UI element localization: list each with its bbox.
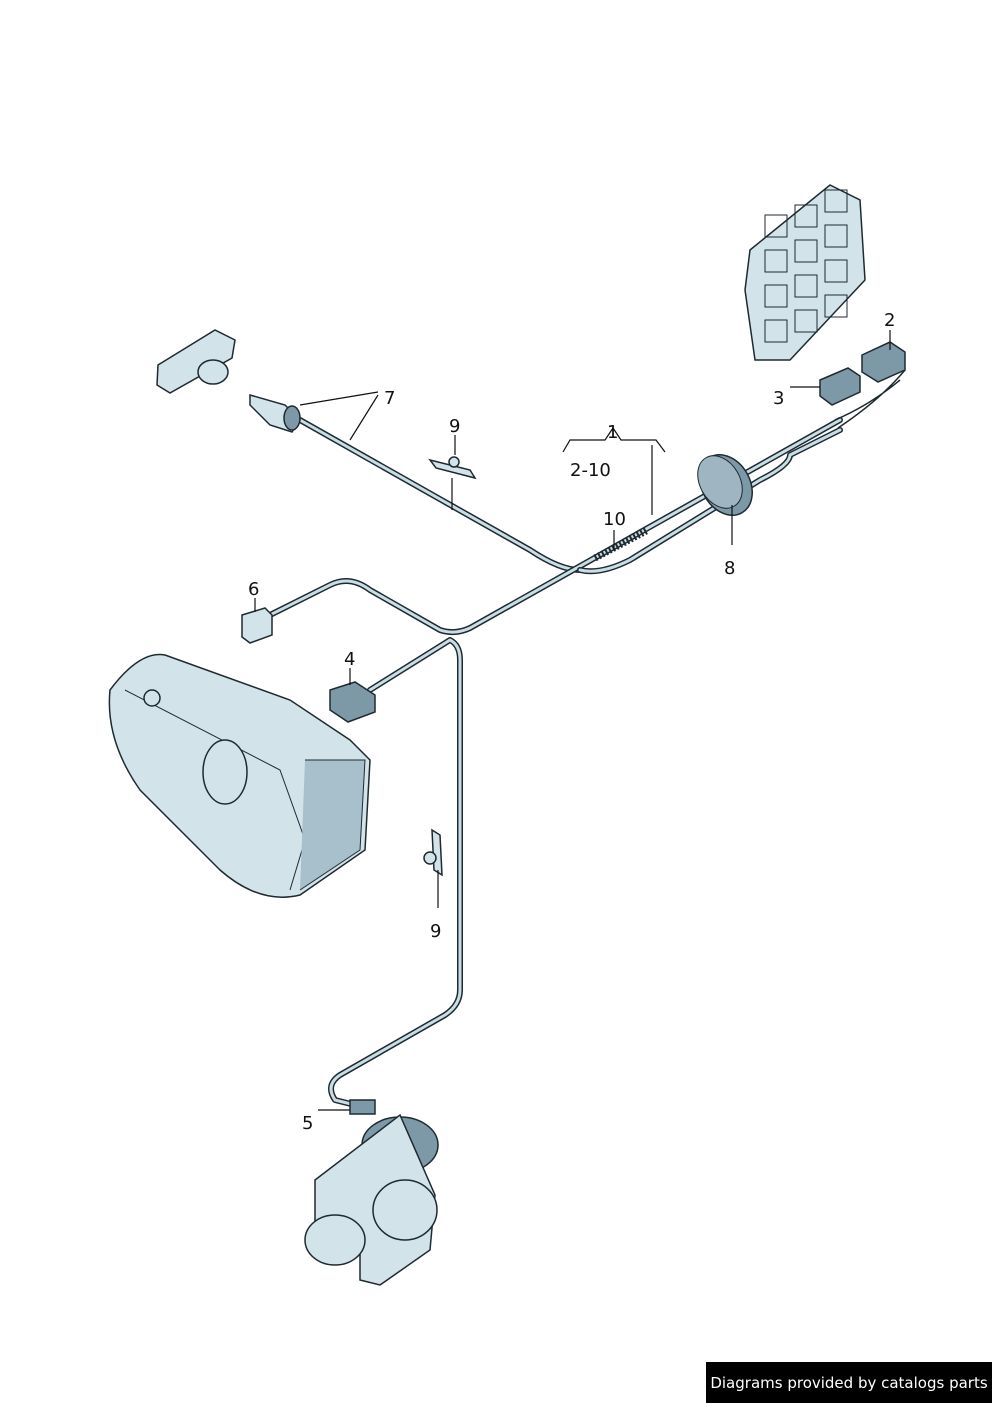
label-6: 6 [248, 579, 259, 600]
horn-assembly [304, 1099, 439, 1286]
tape-wrap [593, 526, 650, 562]
connector-5 [349, 1099, 376, 1115]
label-10: 10 [603, 509, 626, 530]
mounting-bracket [156, 329, 236, 394]
label-7: 7 [384, 388, 395, 409]
clip-9-lower [423, 828, 443, 877]
fuse-relay-carrier [744, 184, 866, 361]
connector-4 [329, 681, 376, 723]
label-2-10: 2-10 [570, 460, 611, 481]
wiring-harness [247, 369, 906, 1108]
leader-lines [254, 330, 891, 1111]
label-9-lower: 9 [430, 921, 441, 942]
headlight [108, 653, 371, 898]
grommet-8 [697, 454, 753, 516]
label-8: 8 [724, 558, 735, 579]
label-5: 5 [302, 1113, 313, 1134]
connector-3 [819, 367, 861, 406]
clip-9-top [428, 456, 477, 480]
label-9-top: 9 [449, 416, 460, 437]
connector-6 [241, 607, 273, 644]
sensor-7 [249, 394, 301, 433]
connector-2 [861, 341, 906, 383]
label-1: 1 [607, 422, 618, 443]
label-3: 3 [773, 388, 784, 409]
footer-credit: Diagrams provided by catalogs parts [706, 1362, 992, 1403]
label-4: 4 [344, 649, 355, 670]
label-2: 2 [884, 310, 895, 331]
